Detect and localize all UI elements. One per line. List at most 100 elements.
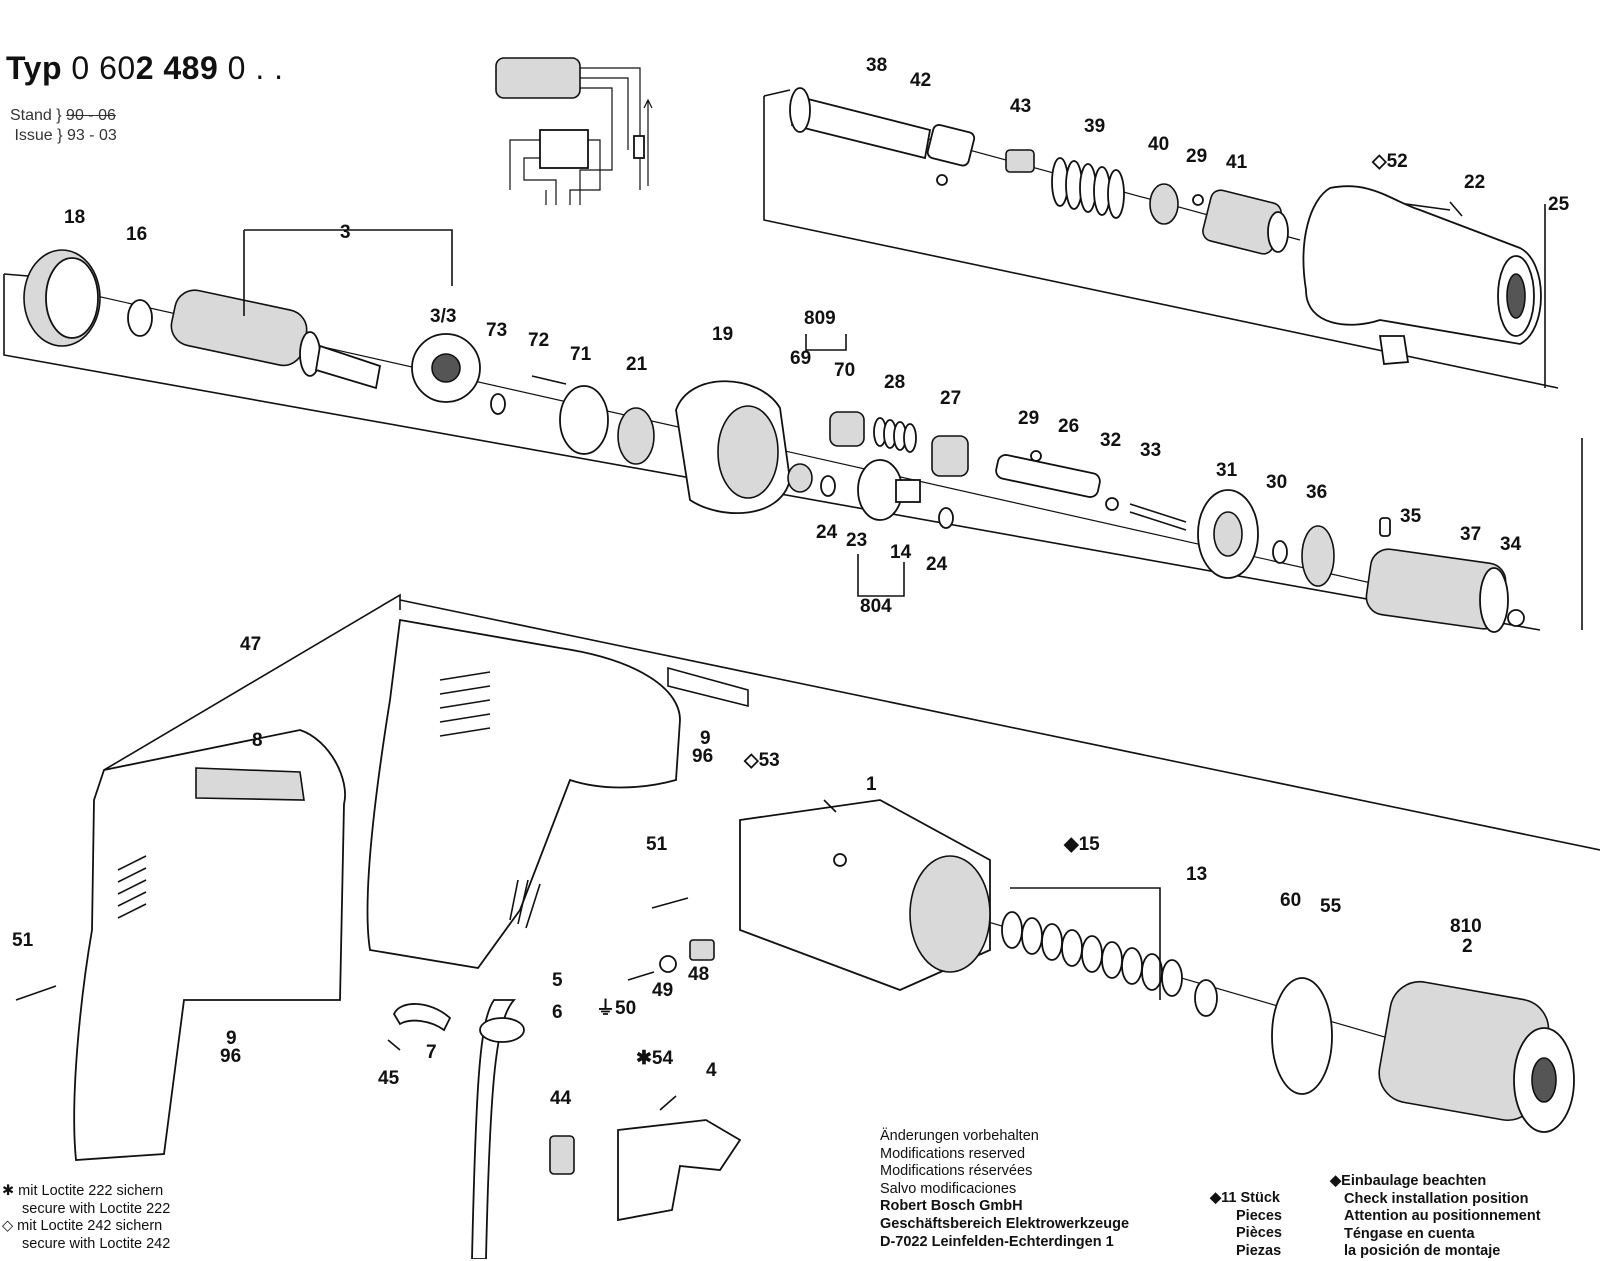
plate-part-71 bbox=[559, 385, 609, 455]
company-name: Robert Bosch GmbH bbox=[880, 1198, 1023, 1215]
ring-part-36 bbox=[1301, 525, 1335, 587]
callout-5: 5 bbox=[552, 970, 563, 991]
ball-part-29-middle bbox=[1030, 450, 1042, 462]
screw-part-53 bbox=[823, 799, 837, 813]
field-housing-part-1 bbox=[739, 799, 991, 991]
ball-part-42 bbox=[936, 174, 948, 186]
frame-lower bbox=[103, 593, 1600, 851]
callout-29-upper: 29 bbox=[1186, 146, 1207, 167]
callout-32: 32 bbox=[1100, 430, 1121, 451]
callout-15: ◆15 bbox=[1063, 834, 1100, 855]
piece-count-note: ◆11 Stück Pieces Pièces Piezas bbox=[1210, 1190, 1282, 1260]
installation-note: ◆Einbaulage beachten Check installation … bbox=[1330, 1173, 1541, 1261]
issue-value: 93 - 03 bbox=[66, 127, 117, 144]
type-number-part-b: 2 489 bbox=[135, 50, 219, 86]
ball-part-32 bbox=[1105, 497, 1119, 511]
callout-35: 35 bbox=[1400, 506, 1422, 527]
install-note-de: ◆Einbaulage beachten bbox=[1330, 1173, 1487, 1189]
bearing-part-27 bbox=[931, 435, 969, 477]
bearing-part-69 bbox=[787, 463, 813, 493]
stator-part-2 bbox=[1378, 980, 1575, 1133]
bearing-part-16 bbox=[127, 299, 153, 337]
gear-part-14 bbox=[857, 459, 921, 521]
wiring-schematic bbox=[495, 57, 653, 205]
callout-28: 28 bbox=[884, 372, 905, 393]
callout-3-3: 3/3 bbox=[430, 306, 456, 327]
washer-part-24b bbox=[938, 507, 954, 529]
callout-37: 37 bbox=[1460, 524, 1481, 545]
type-number: Typ 0 602 489 0 . . bbox=[6, 50, 284, 87]
modifications-notice: Änderungen vorbehalten Modifications res… bbox=[880, 1128, 1129, 1251]
screw-part-72 bbox=[531, 375, 567, 385]
revision-block: Stand } 90 - 06 Issue } 93 - 03 bbox=[10, 107, 117, 144]
callout-96-lower: 96 bbox=[220, 1046, 241, 1067]
fan-part-3-3 bbox=[411, 333, 481, 403]
legend-loctite222-de: ✱ mit Loctite 222 sichern bbox=[2, 1183, 164, 1199]
frame-middle bbox=[3, 273, 1583, 631]
washer-part-24a bbox=[820, 475, 836, 497]
armature-part-3 bbox=[170, 289, 382, 390]
callout-38: 38 bbox=[866, 55, 887, 76]
type-number-part-a: 0 60 bbox=[71, 50, 136, 86]
callout-51-right: 51 bbox=[646, 834, 668, 855]
label-part-9-upper bbox=[667, 666, 749, 708]
callout-2: 2 bbox=[1462, 936, 1473, 957]
callout-51-left: 51 bbox=[12, 930, 34, 951]
callout-22: 22 bbox=[1464, 172, 1485, 193]
washer-part-49 bbox=[659, 955, 677, 973]
callout-53: ◇53 bbox=[743, 750, 780, 771]
callout-labels: 38 42 43 39 40 29 41 ◇52 22 25 18 16 3 3… bbox=[12, 55, 1570, 1109]
screw-part-54 bbox=[659, 1095, 677, 1111]
callout-21: 21 bbox=[626, 354, 648, 375]
callout-1: 1 bbox=[866, 774, 877, 795]
stand-label: Stand bbox=[10, 107, 52, 124]
modifications-fr: Modifications réservées bbox=[880, 1163, 1033, 1180]
callout-19: 19 bbox=[712, 324, 733, 345]
bracket-809 bbox=[805, 334, 847, 351]
callout-14: 14 bbox=[890, 542, 912, 563]
type-prefix: Typ bbox=[6, 50, 63, 86]
ball-part-29-upper bbox=[1192, 194, 1204, 206]
callout-804: 804 bbox=[860, 596, 892, 617]
modifications-en: Modifications reserved bbox=[880, 1145, 1026, 1162]
shaft-part-26 bbox=[995, 454, 1101, 498]
spring-part-39 bbox=[1051, 157, 1125, 219]
callout-31: 31 bbox=[1216, 460, 1238, 481]
spindle-part-38 bbox=[789, 87, 976, 167]
callout-52: ◇52 bbox=[1371, 151, 1408, 172]
sleeve-part-37 bbox=[1365, 548, 1509, 633]
callout-48: 48 bbox=[688, 964, 709, 985]
callout-25: 25 bbox=[1548, 194, 1570, 215]
housing-half-right bbox=[366, 618, 681, 969]
callout-33: 33 bbox=[1140, 440, 1161, 461]
callout-24-left: 24 bbox=[816, 522, 838, 543]
piece-count-es: Piezas bbox=[1236, 1242, 1282, 1259]
install-note-fr: Attention au positionnement bbox=[1344, 1208, 1541, 1225]
callout-42: 42 bbox=[910, 70, 931, 91]
callout-4: 4 bbox=[706, 1060, 717, 1081]
modifications-es: Salvo modificaciones bbox=[880, 1180, 1017, 1197]
ring-part-30 bbox=[1272, 540, 1288, 564]
screw-part-50 bbox=[627, 971, 655, 981]
type-number-part-c: 0 . . bbox=[227, 50, 284, 86]
washer-part-40 bbox=[1149, 183, 1179, 225]
bracket-3 bbox=[243, 229, 453, 316]
screw-part-51-left bbox=[15, 985, 57, 1001]
screw-part-45 bbox=[387, 1039, 401, 1051]
callout-41: 41 bbox=[1226, 152, 1248, 173]
callout-40: 40 bbox=[1148, 134, 1169, 155]
callout-809: 809 bbox=[804, 308, 836, 329]
clip-part-48 bbox=[689, 939, 715, 961]
callout-7: 7 bbox=[426, 1042, 437, 1063]
callout-27: 27 bbox=[940, 388, 961, 409]
callout-73: 73 bbox=[486, 320, 507, 341]
callout-18: 18 bbox=[64, 207, 85, 228]
callout-36: 36 bbox=[1306, 482, 1327, 503]
legend-loctite222-en: secure with Loctite 222 bbox=[22, 1200, 171, 1217]
ring-part-13 bbox=[1194, 979, 1218, 1017]
callout-70: 70 bbox=[834, 360, 855, 381]
switch-part-4 bbox=[617, 1119, 742, 1222]
callout-54: ✱54 bbox=[636, 1048, 673, 1069]
callout-47: 47 bbox=[240, 634, 261, 655]
callout-23: 23 bbox=[846, 530, 867, 551]
